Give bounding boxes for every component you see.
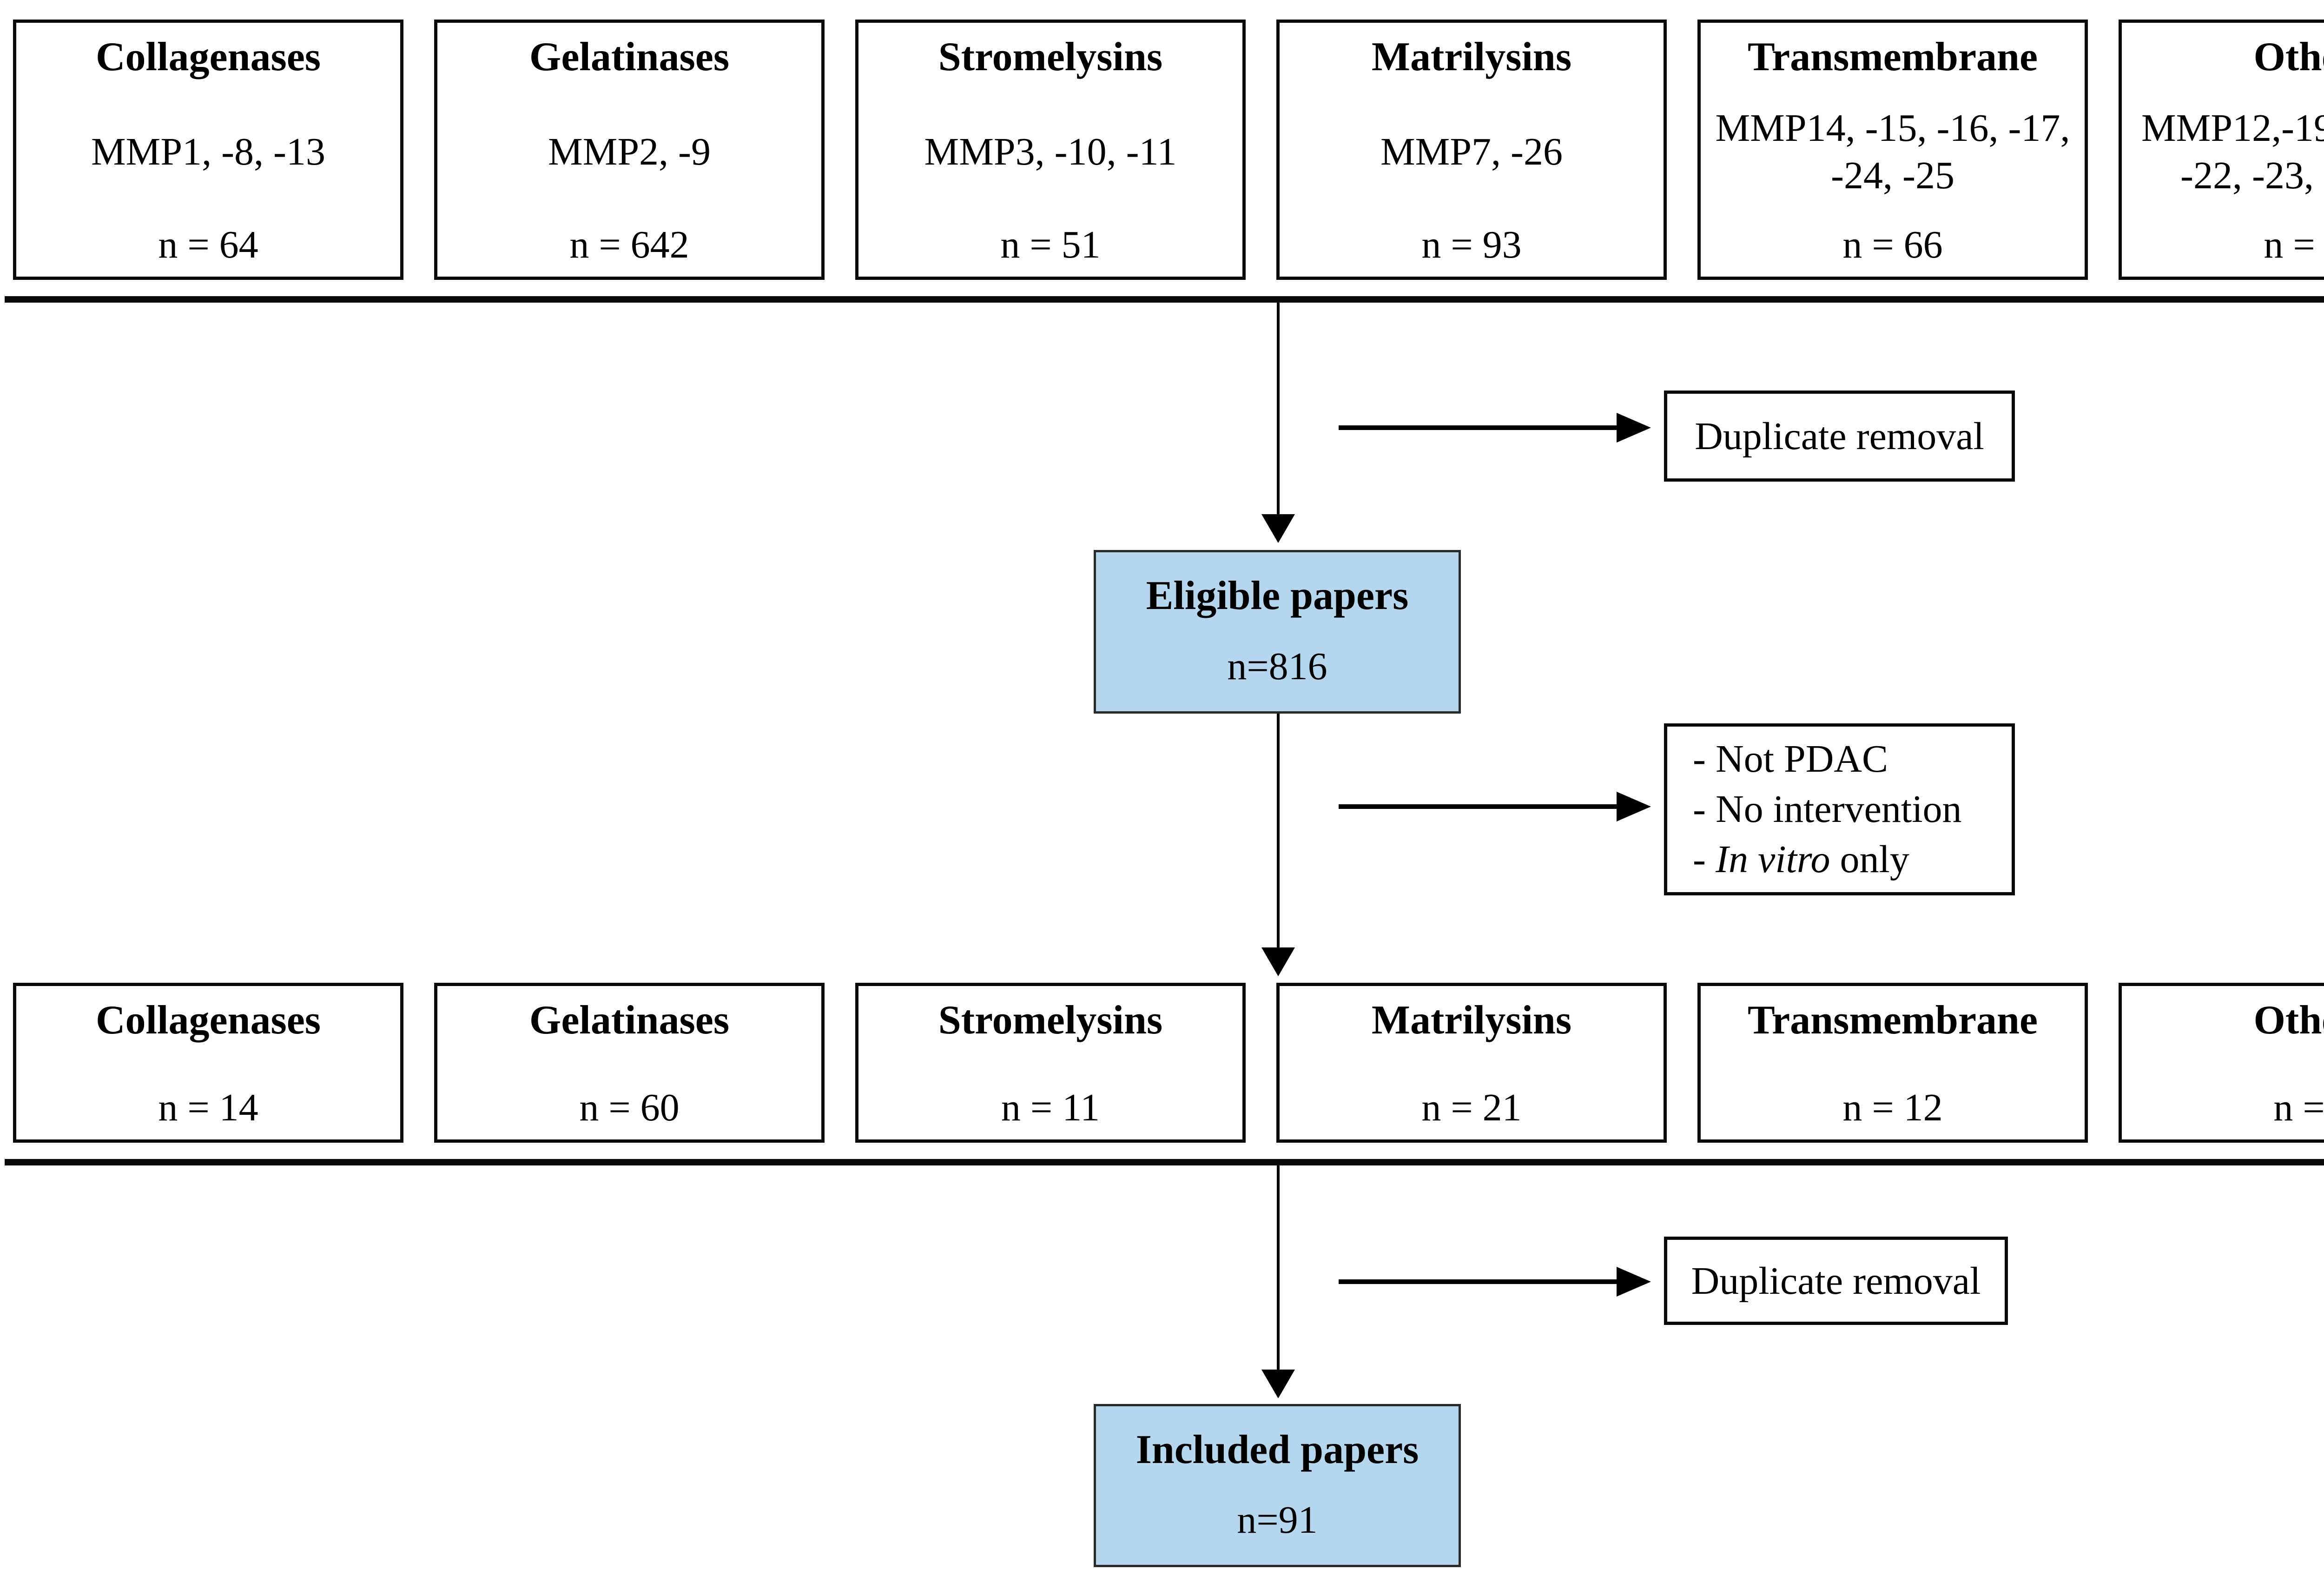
category-title: Stromelysins bbox=[938, 998, 1163, 1043]
category-title: Stromelysins bbox=[938, 34, 1163, 79]
category-box-others-bottom: Others n = 5 bbox=[2119, 983, 2324, 1143]
category-title: Transmembrane bbox=[1747, 998, 2038, 1043]
included-papers-title: Included papers bbox=[1136, 1427, 1419, 1472]
category-count: n = 93 bbox=[1421, 223, 1522, 266]
category-count: n = 21 bbox=[2264, 223, 2324, 266]
category-count: n = 5 bbox=[2273, 1086, 2324, 1129]
down-arrow-line-1 bbox=[1277, 303, 1280, 515]
category-title: Matrilysins bbox=[1371, 998, 1572, 1043]
down-arrowhead-3 bbox=[1261, 1370, 1295, 1398]
category-title: Others bbox=[2253, 998, 2324, 1043]
category-title: Gelatinases bbox=[529, 34, 730, 79]
branch-arrowhead-2 bbox=[1617, 792, 1651, 821]
branch-arrow-line-3 bbox=[1339, 1279, 1618, 1284]
category-count: n = 51 bbox=[1000, 223, 1101, 266]
branch-arrow-line-2 bbox=[1339, 804, 1618, 809]
category-box-collagenases-top: Collagenases MMP1, -8, -13 n = 64 bbox=[13, 20, 403, 280]
category-title: Gelatinases bbox=[529, 998, 730, 1043]
category-count: n = 21 bbox=[1421, 1086, 1522, 1129]
category-box-others-top: Others MMP12,-19, -20, -21, -22, -23, -2… bbox=[2119, 20, 2324, 280]
exclusion-item-no-intervention: - No intervention bbox=[1693, 787, 1962, 831]
down-arrow-line-3 bbox=[1277, 1165, 1280, 1370]
down-arrowhead-1 bbox=[1261, 514, 1295, 543]
duplicate-removal-box-top: Duplicate removal bbox=[1664, 391, 2015, 482]
category-title: Collagenases bbox=[96, 34, 321, 79]
category-mmp-list: MMP7, -26 bbox=[1380, 130, 1563, 174]
exclusion-item-suffix: only bbox=[1830, 837, 1909, 881]
exclusion-criteria-box: - Not PDAC - No intervention - In vitro … bbox=[1664, 723, 2015, 895]
category-count: n = 64 bbox=[158, 223, 258, 266]
down-arrowhead-2 bbox=[1261, 947, 1295, 976]
category-count: n = 11 bbox=[1001, 1086, 1100, 1129]
eligible-papers-title: Eligible papers bbox=[1146, 573, 1409, 618]
included-papers-box: Included papers n=91 bbox=[1094, 1404, 1461, 1567]
exclusion-item-not-pdac: - Not PDAC bbox=[1693, 737, 1888, 781]
down-arrow-line-2 bbox=[1277, 714, 1280, 948]
exclusion-item-italic-text: In vitro bbox=[1715, 837, 1830, 881]
category-box-gelatinases-bottom: Gelatinases n = 60 bbox=[434, 983, 825, 1143]
branch-arrowhead-1 bbox=[1617, 413, 1651, 443]
category-box-gelatinases-top: Gelatinases MMP2, -9 n = 642 bbox=[434, 20, 825, 280]
category-box-matrilysins-bottom: Matrilysins n = 21 bbox=[1276, 983, 1667, 1143]
category-box-transmembrane-top: Transmembrane MMP14, -15, -16, -17, -24,… bbox=[1697, 20, 2088, 280]
eligible-papers-box: Eligible papers n=816 bbox=[1094, 550, 1461, 714]
category-mmp-list: MMP3, -10, -11 bbox=[924, 130, 1177, 174]
category-title: Matrilysins bbox=[1371, 34, 1572, 79]
exclusion-item-in-vitro-only: - In vitro only bbox=[1693, 837, 2012, 882]
category-count: n = 60 bbox=[579, 1086, 680, 1129]
bottom-category-row: Collagenases n = 14 Gelatinases n = 60 S… bbox=[13, 983, 2324, 1143]
category-mmp-list: MMP14, -15, -16, -17, -24, -25 bbox=[1715, 106, 2070, 198]
branch-arrowhead-3 bbox=[1617, 1267, 1651, 1297]
category-title: Others bbox=[2253, 34, 2324, 79]
branch-arrow-line-1 bbox=[1339, 425, 1618, 430]
duplicate-removal-box-bottom: Duplicate removal bbox=[1664, 1237, 2008, 1325]
category-mmp-list: MMP12,-19, -20, -21, -22, -23, -27, -28 bbox=[2141, 106, 2324, 198]
eligible-papers-count: n=816 bbox=[1227, 644, 1327, 688]
category-box-matrilysins-top: Matrilysins MMP7, -26 n = 93 bbox=[1276, 20, 1667, 280]
included-papers-count: n=91 bbox=[1237, 1498, 1318, 1542]
category-count: n = 642 bbox=[569, 223, 689, 266]
category-box-stromelysins-top: Stromelysins MMP3, -10, -11 n = 51 bbox=[855, 20, 1246, 280]
top-category-row: Collagenases MMP1, -8, -13 n = 64 Gelati… bbox=[13, 20, 2324, 280]
category-box-transmembrane-bottom: Transmembrane n = 12 bbox=[1697, 983, 2088, 1143]
category-mmp-list: MMP1, -8, -13 bbox=[91, 130, 326, 174]
category-count: n = 12 bbox=[1842, 1086, 1943, 1129]
category-box-collagenases-bottom: Collagenases n = 14 bbox=[13, 983, 403, 1143]
exclusion-item-prefix: - bbox=[1693, 837, 1716, 881]
category-count: n = 14 bbox=[158, 1086, 258, 1129]
category-title: Transmembrane bbox=[1747, 34, 2038, 79]
horizontal-rule-bottom bbox=[5, 1159, 2324, 1165]
duplicate-removal-label: Duplicate removal bbox=[1691, 1259, 1981, 1303]
category-title: Collagenases bbox=[96, 998, 321, 1043]
category-box-stromelysins-bottom: Stromelysins n = 11 bbox=[855, 983, 1246, 1143]
category-count: n = 66 bbox=[1842, 223, 1943, 266]
horizontal-rule-top bbox=[5, 296, 2324, 303]
duplicate-removal-label: Duplicate removal bbox=[1695, 414, 1984, 458]
category-mmp-list: MMP2, -9 bbox=[548, 130, 711, 174]
